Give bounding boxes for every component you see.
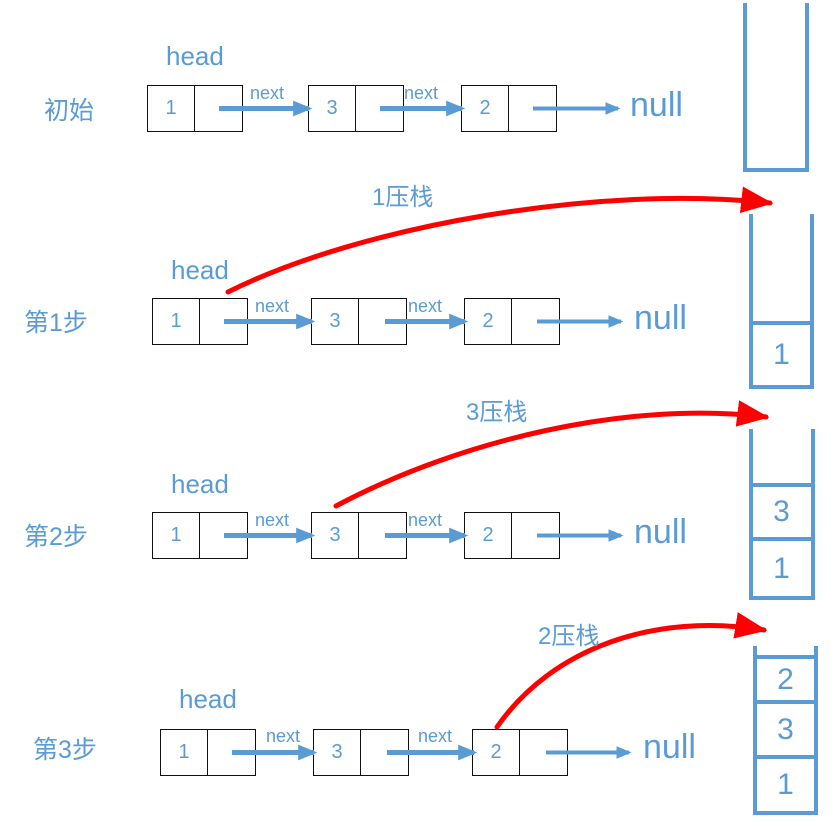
list-node: 3 — [308, 85, 404, 132]
step-label: 第3步 — [33, 736, 97, 764]
list-node: 1 — [152, 298, 248, 345]
row3-shapes — [224, 400, 815, 600]
node-value: 2 — [473, 730, 520, 775]
next-label: next — [255, 510, 290, 530]
node-value: 2 — [465, 299, 512, 344]
next-label: next — [408, 296, 443, 316]
stack-cell-value: 1 — [777, 768, 794, 801]
head-label: head — [171, 255, 229, 285]
next-label: next — [418, 726, 453, 746]
null-label: null — [643, 728, 696, 766]
push-label: 1压栈 — [372, 184, 434, 211]
list-node: 3 — [311, 298, 407, 345]
list-node: 1 — [160, 729, 256, 776]
push-label: 3压栈 — [466, 399, 528, 426]
list-node: 3 — [313, 729, 409, 776]
null-label: null — [634, 513, 687, 551]
list-node: 1 — [152, 512, 248, 559]
stack-cell-value: 1 — [773, 338, 790, 371]
push-arrow-icon — [225, 186, 774, 295]
step-label: 初始 — [44, 97, 95, 125]
next-label: next — [404, 83, 439, 103]
step-label: 第2步 — [24, 523, 88, 551]
node-value: 3 — [312, 513, 359, 558]
head-label: head — [166, 41, 224, 71]
null-label: null — [630, 86, 683, 124]
node-value: 1 — [161, 730, 208, 775]
step-label: 第1步 — [24, 309, 88, 337]
node-value: 3 — [314, 730, 361, 775]
node-value: 1 — [153, 513, 200, 558]
list-node: 2 — [464, 512, 560, 559]
stack-cell-value: 2 — [777, 662, 794, 696]
head-label: head — [171, 469, 229, 499]
stack-cell-value: 3 — [773, 495, 790, 528]
row2-shapes — [224, 186, 814, 389]
push-label: 2压栈 — [538, 623, 600, 650]
stack-cell-value: 1 — [773, 551, 790, 585]
null-label: null — [634, 299, 687, 337]
head-label: head — [179, 684, 237, 714]
list-node: 3 — [311, 512, 407, 559]
next-label: next — [255, 296, 290, 316]
node-value: 2 — [462, 86, 509, 131]
next-label: next — [408, 510, 443, 530]
push-arrow-icon — [333, 400, 770, 509]
list-node: 1 — [147, 85, 243, 132]
node-value: 3 — [309, 86, 356, 131]
list-node: 2 — [464, 298, 560, 345]
stack-cell-value: 3 — [777, 712, 794, 746]
node-value: 3 — [312, 299, 359, 344]
node-value: 1 — [148, 86, 195, 131]
list-node: 2 — [461, 85, 557, 132]
next-label: next — [250, 83, 285, 103]
stack-shape-empty — [743, 3, 809, 172]
node-value: 1 — [153, 299, 200, 344]
node-value: 2 — [465, 513, 512, 558]
row4-shapes — [232, 612, 818, 815]
next-label: next — [266, 726, 301, 746]
list-node: 2 — [472, 729, 568, 776]
